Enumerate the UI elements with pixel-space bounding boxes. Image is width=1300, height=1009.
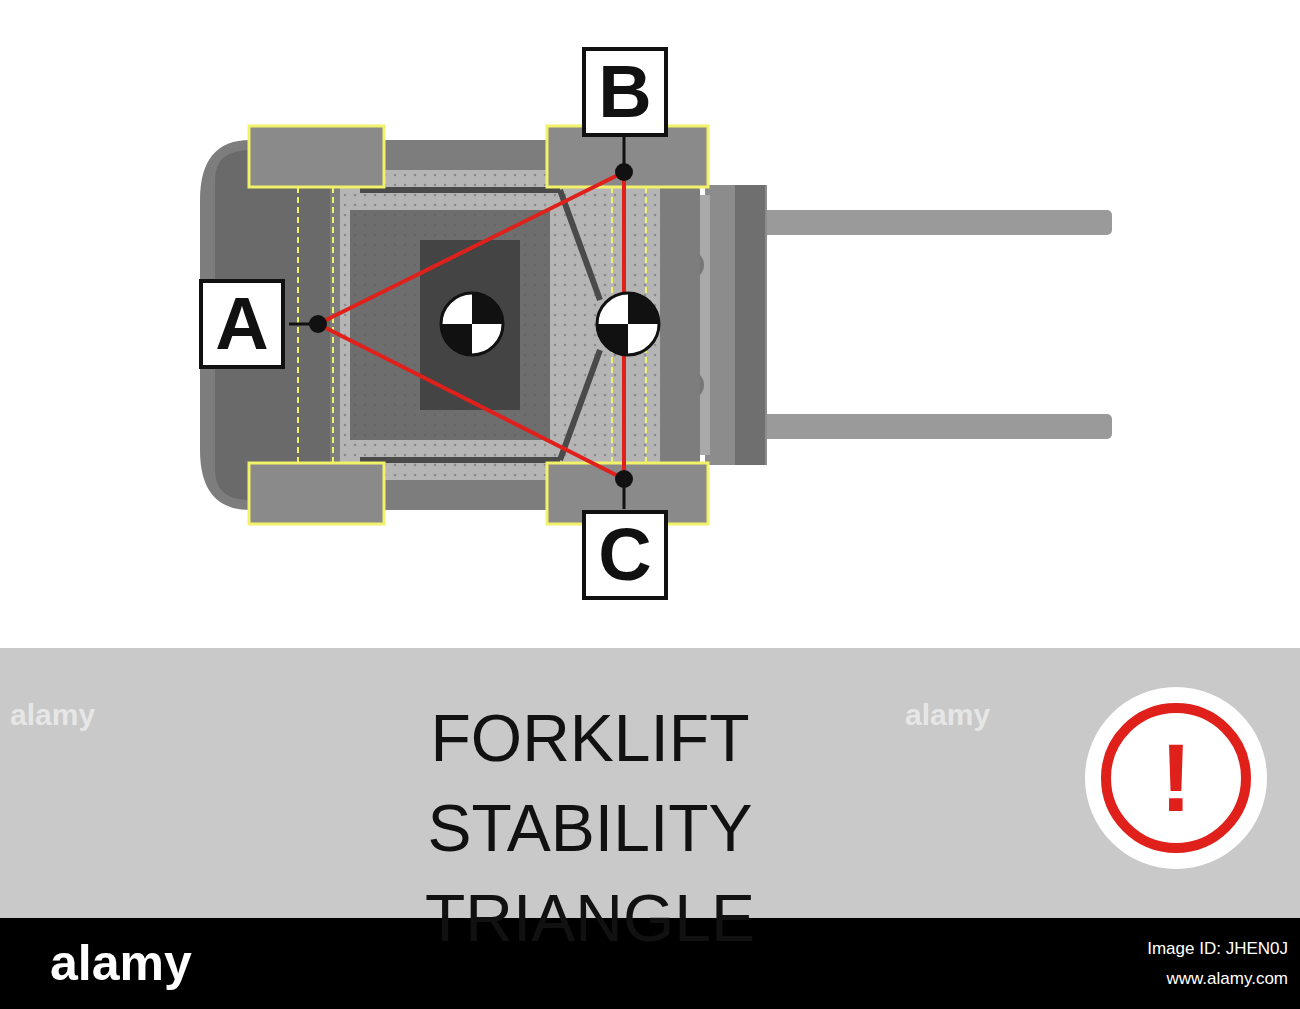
callout-box: C [582,510,668,600]
warning-mark: ! [1160,730,1192,826]
diagram-title: FORKLIFT STABILITY TRIANGLE [110,693,1070,963]
callout-box: B [582,47,668,137]
callout-letter: C [598,518,651,592]
callout-letter: B [598,55,651,129]
center-of-gravity-symbol [597,293,659,355]
callout-box: A [199,279,285,369]
watermark-logo: alamy [50,938,192,988]
center-of-gravity-symbol [441,293,503,355]
callout-letter: A [215,287,268,361]
image-id: Image ID: JHEN0J [1147,940,1288,957]
website: www.alamy.com [1166,970,1288,987]
watermark: alamy [905,700,990,730]
watermark: alamy [10,700,95,730]
